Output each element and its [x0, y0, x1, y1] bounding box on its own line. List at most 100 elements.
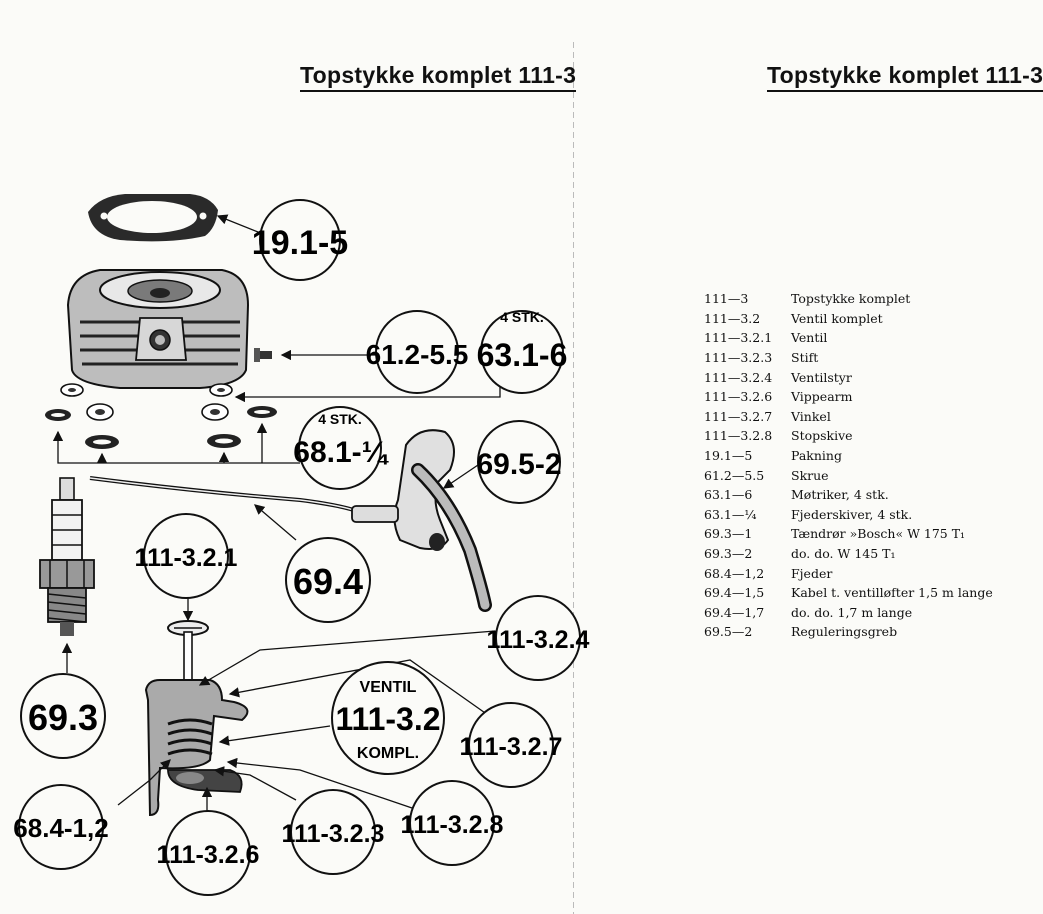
part-code: 63.1—¼	[704, 506, 757, 522]
page-gutter	[573, 42, 574, 914]
parts-row: 111—3.2.3 Stift	[704, 348, 993, 368]
callout-111-3-2-4: 111-3.2.4	[487, 595, 590, 681]
callout-111-3-2-3: 111-3.2.3	[282, 789, 385, 875]
parts-row: 69.3—1 Tændrør »Bosch« W 175 T₁	[704, 524, 993, 544]
callout-61-2-5-5: 61.2-5.5	[366, 310, 469, 394]
callout-69-5-2: 69.5-2	[476, 420, 562, 504]
svg-text:61.2-5.5: 61.2-5.5	[366, 339, 469, 370]
svg-text:111-3.2.4: 111-3.2.4	[487, 626, 590, 654]
part-code: 69.3—2	[704, 546, 753, 562]
svg-text:KOMPL.: KOMPL.	[357, 745, 419, 762]
nuts-and-washers-drawing	[45, 383, 277, 449]
parts-row: 111—3 Topstykke komplet	[704, 289, 993, 309]
callout-111-3-2-6: 111-3.2.6	[157, 810, 260, 896]
part-code: 69.4—1,7	[704, 604, 765, 620]
part-code: 69.5—2	[704, 624, 753, 640]
screw-drawing	[254, 348, 272, 362]
callout-19-1-5: 19.1-5	[252, 199, 348, 281]
svg-text:111-3.2: 111-3.2	[336, 701, 441, 737]
part-description: Vippearm	[791, 389, 853, 405]
svg-text:111-3.2.1: 111-3.2.1	[135, 544, 238, 572]
part-code: 111—3.2.6	[704, 389, 773, 405]
cylinder-head-drawing	[66, 269, 250, 389]
right-page: Topstykke komplet 111-3 111—3 Topstykke k…	[575, 0, 1043, 914]
parts-row: 111—3.2.4 Ventilstyr	[704, 367, 993, 387]
part-description: Tændrør »Bosch« W 175 T₁	[791, 526, 966, 542]
callout-111-3-2-valve: VENTIL 111-3.2 KOMPL.	[331, 661, 445, 775]
parts-row: 69.4—1,5 Kabel t. ventilløfter 1,5 m lang…	[704, 583, 993, 603]
part-description: Ventil	[791, 330, 828, 346]
parts-row: 19.1—5 Pakning	[704, 446, 993, 466]
parts-row: 111—3.2 Ventil komplet	[704, 309, 993, 329]
svg-text:68.1-¼: 68.1-¼	[293, 436, 389, 469]
parts-list-body: 111—3 Topstykke komplet 111—3.2 Ventil komp…	[704, 289, 993, 642]
page-title: Topstykke komplet 111-3	[300, 62, 577, 92]
left-page: Topstykke komplet 111-3	[13, 62, 590, 896]
spark-plug-drawing	[39, 477, 95, 636]
part-code: 69.4—1,5	[704, 585, 765, 601]
svg-text:68.4-1,2: 68.4-1,2	[13, 813, 108, 843]
svg-text:111-3.2.7: 111-3.2.7	[460, 733, 563, 761]
part-code: 63.1—6	[704, 487, 753, 503]
parts-row: 68.4—1,2 Fjeder	[704, 563, 993, 583]
part-description: Fjeder	[791, 565, 833, 581]
svg-text:69.4: 69.4	[293, 561, 363, 602]
part-description: Pakning	[791, 448, 842, 464]
parts-row: 111—3.2.1 Ventil	[704, 328, 993, 348]
cable-drawing	[89, 476, 361, 514]
parts-row: 111—3.2.8 Stopskive	[704, 426, 993, 446]
parts-list: 111—3 Topstykke komplet 111—3.2 Ventil komp…	[704, 289, 993, 642]
svg-text:69.3: 69.3	[28, 697, 98, 738]
part-code: 61.2—5.5	[704, 467, 765, 483]
part-code: 111—3.2.1	[704, 330, 773, 346]
parts-row: 111—3.2.7 Vinkel	[704, 407, 993, 427]
callout-69-3: 69.3	[20, 673, 106, 759]
parts-row: 69.4—1,7 do. do. 1,7 m lange	[704, 603, 993, 623]
part-description: Kabel t. ventilløfter 1,5 m lange	[791, 585, 993, 601]
part-code: 19.1—5	[704, 448, 753, 464]
part-code: 111—3.2	[704, 310, 761, 326]
svg-text:63.1-6: 63.1-6	[477, 337, 568, 373]
svg-text:VENTIL: VENTIL	[360, 679, 417, 696]
svg-text:111-3.2.8: 111-3.2.8	[401, 811, 504, 839]
part-code: 111—3.2.4	[704, 369, 773, 385]
part-description: do. do. W 145 T₁	[791, 546, 896, 562]
callout-111-3-2-1: 111-3.2.1	[135, 513, 238, 599]
page-title: Topstykke komplet 111-3	[767, 62, 1043, 92]
part-code: 111—3.2.3	[704, 350, 773, 366]
parts-row: 69.3—2 do. do. W 145 T₁	[704, 544, 993, 564]
svg-text:111-3.2.6: 111-3.2.6	[157, 841, 260, 869]
part-description: Stift	[791, 350, 819, 366]
callout-111-3-2-7: 111-3.2.7	[460, 702, 563, 788]
parts-row: 63.1—6 Møtriker, 4 stk.	[704, 485, 993, 505]
part-description: Ventilstyr	[791, 369, 852, 385]
callout-68-1-quarter: 4 STK. 68.1-¼	[293, 406, 390, 490]
svg-text:19.1-5: 19.1-5	[252, 224, 348, 262]
exploded-parts-diagram: 19.1-5 61.2-5.5 4 STK. 63.1-6 4 STK. 68.…	[13, 194, 590, 896]
part-description: do. do. 1,7 m lange	[791, 604, 913, 620]
gasket-drawing	[88, 194, 218, 242]
svg-text:4 STK.: 4 STK.	[318, 411, 362, 427]
parts-row: 61.2—5.5 Skrue	[704, 465, 993, 485]
part-description: Vinkel	[791, 408, 831, 424]
part-code: 111—3	[704, 291, 749, 307]
parts-row: 111—3.2.6 Vippearm	[704, 387, 993, 407]
parts-row: 69.5—2 Reguleringsgreb	[704, 622, 993, 642]
part-code: 68.4—1,2	[704, 565, 765, 581]
valve-assembly-drawing	[144, 620, 249, 817]
svg-text:111-3.2.3: 111-3.2.3	[282, 820, 385, 848]
part-description: Møtriker, 4 stk.	[791, 487, 889, 503]
part-code: 69.3—1	[704, 526, 753, 542]
part-description: Skrue	[791, 467, 829, 483]
part-code: 111—3.2.7	[704, 408, 773, 424]
svg-text:4 STK.: 4 STK.	[500, 309, 544, 325]
part-description: Stopskive	[791, 428, 853, 444]
part-description: Topstykke komplet	[791, 291, 911, 307]
part-code: 111—3.2.8	[704, 428, 773, 444]
lever-drawing	[351, 429, 492, 612]
part-description: Reguleringsgreb	[791, 624, 898, 640]
part-description: Ventil komplet	[791, 310, 883, 326]
svg-text:69.5-2: 69.5-2	[476, 448, 561, 481]
callout-68-4-1-2: 68.4-1,2	[13, 784, 109, 870]
